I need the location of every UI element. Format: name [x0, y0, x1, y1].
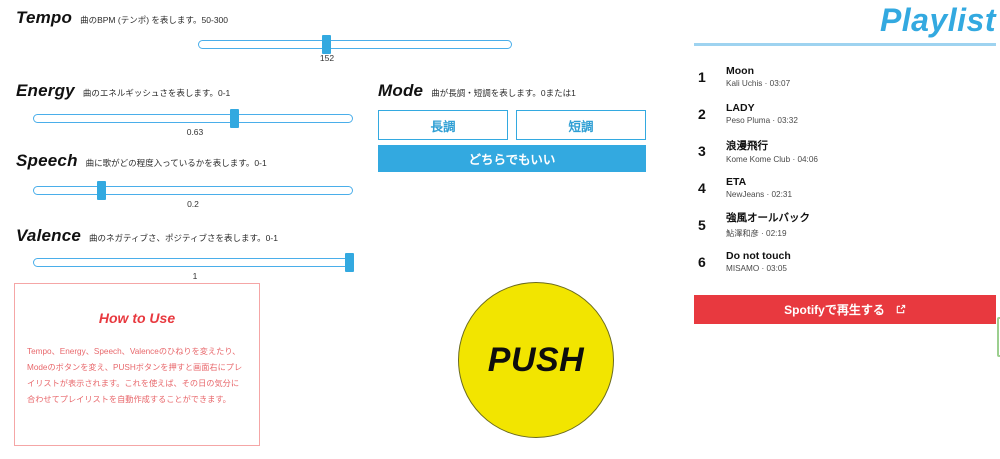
playlist-track-list: 1 Moon Kali Uchis · 03:07 2 LADY Peso Pl…: [694, 58, 1000, 280]
mode-label: Mode: [378, 81, 424, 100]
tempo-field-header: Tempo 曲のBPM (テンポ) を表します。50-300: [16, 8, 228, 28]
track-number: 6: [698, 253, 706, 270]
track-title: 浪漫飛行: [726, 139, 768, 152]
valence-label: Valence: [16, 226, 82, 245]
track-title: Do not touch: [726, 250, 791, 262]
track-subtitle: 鮎澤和彦 · 02:19: [726, 229, 787, 238]
mode-field-header: Mode 曲が長調・短調を表します。0または1: [378, 81, 576, 101]
track-number: 3: [698, 142, 706, 159]
list-item[interactable]: 2 LADY Peso Pluma · 03:32: [694, 95, 1000, 132]
track-subtitle: Kome Kome Club · 04:06: [726, 154, 818, 164]
energy-label: Energy: [16, 81, 75, 100]
push-button-label: PUSH: [487, 340, 585, 379]
list-item[interactable]: 5 強風オールバック 鮎澤和彦 · 02:19: [694, 206, 1000, 243]
external-link-icon: [895, 304, 906, 315]
playlist-title: Playlist: [879, 2, 996, 38]
mode-major-button[interactable]: 長調: [378, 110, 508, 140]
valence-slider-track[interactable]: [33, 258, 353, 267]
track-subtitle: Peso Pluma · 03:32: [726, 116, 798, 125]
tempo-label: Tempo: [16, 8, 73, 27]
tempo-value: 152: [319, 53, 335, 63]
track-meta: ETA NewJeans · 02:31: [726, 176, 792, 199]
list-item[interactable]: 3 浪漫飛行 Kome Kome Club · 04:06: [694, 132, 1000, 169]
tempo-description: 曲のBPM (テンポ) を表します。50-300: [80, 15, 229, 25]
valence-description: 曲のネガティブさ、ポジティブさを表します。0-1: [89, 233, 278, 243]
offscreen-edge-panel: [997, 317, 1000, 357]
energy-description: 曲のエネルギッシュさを表します。0-1: [82, 88, 231, 98]
list-item[interactable]: 4 ETA NewJeans · 02:31: [694, 169, 1000, 206]
track-number: 1: [698, 68, 706, 85]
playlist-panel: Playlist 1 Moon Kali Uchis · 03:07 2 LAD…: [694, 0, 1000, 459]
speech-field-header: Speech 曲に歌がどの程度入っているかを表します。0-1: [16, 151, 267, 171]
push-button[interactable]: PUSH: [458, 282, 614, 438]
track-meta: 浪漫飛行 Kome Kome Club · 04:06: [726, 138, 818, 164]
energy-slider-thumb[interactable]: [230, 109, 239, 128]
energy-field-header: Energy 曲のエネルギッシュさを表します。0-1: [16, 81, 230, 101]
energy-value: 0.63: [186, 127, 204, 137]
track-title: LADY: [726, 102, 755, 114]
list-item[interactable]: 1 Moon Kali Uchis · 03:07: [694, 58, 1000, 95]
controls-panel: Tempo 曲のBPM (テンポ) を表します。50-300 152 Energ…: [14, 8, 646, 446]
tempo-slider-track[interactable]: [198, 40, 512, 49]
valence-value: 1: [192, 271, 198, 281]
track-subtitle: Kali Uchis · 03:07: [726, 79, 791, 88]
mode-description: 曲が長調・短調を表します。0または1: [431, 88, 576, 98]
how-to-use-body: Tempo、Energy、Speech、Valenceのひねりを変えたり、Mod…: [27, 347, 243, 404]
how-to-use-panel: How to Use Tempo、Energy、Speech、Valenceのひ…: [14, 283, 260, 446]
track-meta: Moon Kali Uchis · 03:07: [726, 65, 790, 88]
how-to-use-title: How to Use: [98, 310, 176, 326]
mode-minor-button[interactable]: 短調: [516, 110, 646, 140]
energy-slider-track[interactable]: [33, 114, 353, 123]
spotify-play-button-label: Spotifyで再生する: [784, 303, 885, 317]
track-subtitle: MISAMO · 03:05: [726, 264, 787, 273]
tempo-slider-thumb[interactable]: [322, 35, 331, 54]
valence-slider-thumb[interactable]: [345, 253, 354, 272]
spotify-play-button[interactable]: Spotifyで再生する: [694, 295, 996, 324]
mode-button-row: 長調 短調: [378, 110, 646, 140]
track-meta: LADY Peso Pluma · 03:32: [726, 102, 798, 125]
track-meta: Do not touch MISAMO · 03:05: [726, 250, 791, 273]
track-meta: 強風オールバック 鮎澤和彦 · 02:19: [726, 210, 810, 239]
speech-label: Speech: [16, 151, 78, 170]
valence-field-header: Valence 曲のネガティブさ、ポジティブさを表します。0-1: [16, 226, 278, 246]
playlist-divider: [694, 43, 996, 46]
track-title: 強風オールバック: [726, 212, 810, 224]
track-subtitle: NewJeans · 02:31: [726, 190, 792, 199]
speech-description: 曲に歌がどの程度入っているかを表します。0-1: [85, 158, 267, 168]
speech-slider-track[interactable]: [33, 186, 353, 195]
track-number: 5: [698, 216, 706, 233]
list-item[interactable]: 6 Do not touch MISAMO · 03:05: [694, 243, 1000, 280]
track-number: 4: [698, 179, 706, 196]
track-title: ETA: [726, 176, 747, 188]
speech-slider-thumb[interactable]: [97, 181, 106, 200]
track-number: 2: [698, 105, 706, 122]
mode-any-button[interactable]: どちらでもいい: [378, 145, 646, 172]
speech-value: 0.2: [187, 199, 199, 209]
track-title: Moon: [726, 65, 754, 77]
